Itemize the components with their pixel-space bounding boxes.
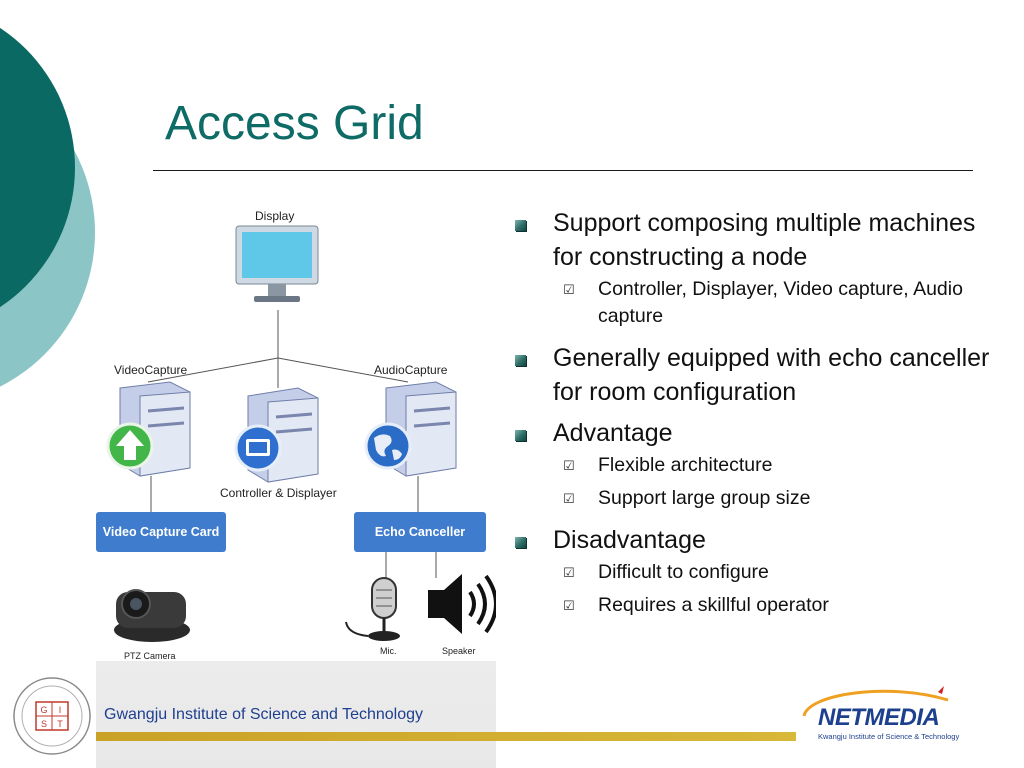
- diagram-reflection: [96, 661, 496, 768]
- bullet-list: Support composing multiple machines for …: [515, 206, 995, 625]
- echo-canceller-box: Echo Canceller: [354, 512, 486, 552]
- sub-bullet-text: Controller, Displayer, Video capture, Au…: [598, 278, 963, 327]
- bullet-text: Support composing multiple machines for …: [553, 209, 976, 271]
- sub-bullet-item: ☑ Support large group size: [515, 485, 995, 512]
- video-capture-card-box: Video Capture Card: [96, 512, 226, 552]
- bullet-text: Advantage: [553, 419, 673, 447]
- display-label: Display: [255, 209, 295, 223]
- bullet-item: Support composing multiple machines for …: [515, 206, 995, 274]
- slide-title: Access Grid: [165, 97, 424, 150]
- sub-bullet-item: ☑ Difficult to configure: [515, 559, 995, 586]
- checkbox-icon: ☑: [563, 283, 575, 298]
- controller-label: Controller & Displayer: [220, 486, 337, 500]
- sub-bullet-text: Support large group size: [598, 487, 811, 509]
- audio-capture-label: AudioCapture: [374, 363, 448, 377]
- connection-lines: [147, 310, 437, 578]
- seal-letter-i: I: [59, 705, 62, 715]
- square-bullet-icon: [515, 220, 526, 231]
- upload-arrow-icon: [106, 422, 154, 470]
- bullet-item: Advantage: [515, 416, 995, 450]
- speaker-icon: [428, 574, 496, 634]
- bullet-text: Disadvantage: [553, 526, 706, 554]
- globe-icon: [364, 422, 412, 470]
- gist-seal-logo: G I S T: [13, 677, 91, 755]
- bullet-text: Generally equipped with echo canceller f…: [553, 344, 990, 406]
- video-capture-label: VideoCapture: [114, 363, 188, 377]
- square-bullet-icon: [515, 430, 526, 441]
- netmedia-logo-subtitle: Kwangju Institute of Science & Technolog…: [818, 732, 960, 741]
- checkbox-icon: ☑: [563, 459, 575, 474]
- footer-bar: [96, 732, 796, 741]
- server-controller-icon: [247, 387, 319, 483]
- square-bullet-icon: [515, 355, 526, 366]
- seal-letter-t: T: [57, 719, 63, 729]
- netmedia-logo: NETMEDIA Kwangju Institute of Science & …: [798, 686, 963, 746]
- bullet-item: Generally equipped with echo canceller f…: [515, 341, 995, 409]
- sub-bullet-text: Requires a skillful operator: [598, 594, 829, 616]
- sub-bullet-item: ☑ Flexible architecture: [515, 452, 995, 479]
- display-window-icon: [234, 424, 282, 472]
- sub-bullet-text: Flexible architecture: [598, 454, 773, 476]
- monitor-icon: [235, 225, 319, 302]
- microphone-icon: [345, 577, 400, 641]
- institute-name: Gwangju Institute of Science and Technol…: [104, 706, 424, 723]
- mic-label: Mic.: [380, 646, 397, 656]
- sub-bullet-item: ☑ Controller, Displayer, Video capture, …: [515, 276, 995, 330]
- speaker-label: Speaker: [442, 646, 476, 656]
- seal-letter-s: S: [41, 719, 47, 729]
- seal-letter-g: G: [40, 705, 47, 715]
- sub-bullet-text: Difficult to configure: [598, 561, 769, 583]
- ptz-camera-label: PTZ Camera: [124, 651, 176, 661]
- checkbox-icon: ☑: [563, 566, 575, 581]
- diagram-graphics: [106, 225, 496, 642]
- checkbox-icon: ☑: [563, 599, 575, 614]
- ptz-camera-icon: [114, 589, 190, 642]
- title-divider: [153, 170, 973, 171]
- netmedia-logo-text: NETMEDIA: [818, 704, 940, 731]
- checkbox-icon: ☑: [563, 492, 575, 507]
- square-bullet-icon: [515, 537, 526, 548]
- netmedia-swoosh-icon: [802, 686, 949, 717]
- bullet-item: Disadvantage: [515, 523, 995, 557]
- sub-bullet-item: ☑ Requires a skillful operator: [515, 592, 995, 619]
- access-grid-diagram: Display VideoCapture AudioCapture Contro…: [96, 206, 496, 768]
